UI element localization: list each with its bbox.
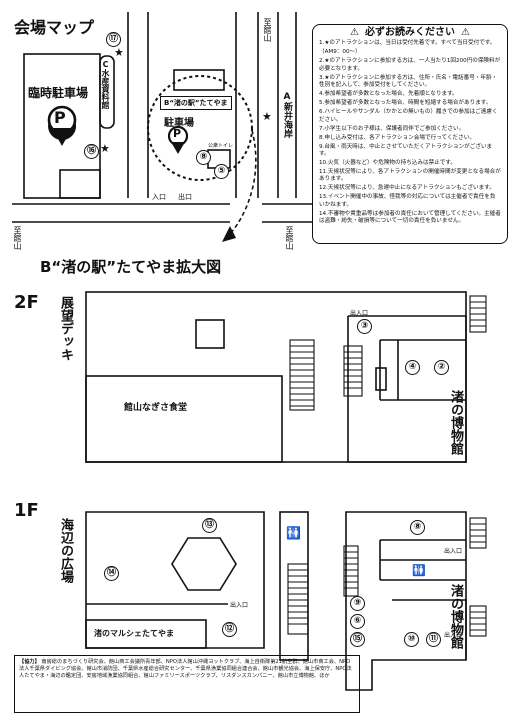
notice-item: 10.火気（火器など）や危険物の持ち込みは禁止です。 [319,160,456,167]
restaurant-label: 館山なぎさ食堂 [124,403,188,413]
building-c-label: C水産資料館 [101,60,110,109]
notice-item: 5.参加希望者が多数となった場合、時間を短縮する場合があります。 [319,100,492,107]
restroom-icon: 🚻 [286,526,301,540]
marker-8-top: ⑧ [196,150,211,165]
credits-heading: 【協力】 [19,659,40,665]
exit-entrance-2f: 出入口 [350,310,369,317]
notice-title: 必ずお読みください [365,27,455,38]
entrance-label: 入口 [152,193,166,201]
exit-entrance-1f-c: 出入口 [444,632,463,639]
credits-text: 南房総のまちづくり研究会、館山商工会議所青年部、NPO法人館山沖縄ヨットクラブ、… [19,659,352,680]
notice-item: 9.台風・雨天時は、中止とさせていただくアトラクションがございます。 [319,143,493,158]
restroom-icon-museum: 🚻 [412,564,426,577]
svg-text:★: ★ [262,110,272,123]
marker-12: ⑫ [222,622,237,637]
exit-entrance-1f-b: 出入口 [444,548,463,555]
notice-item: 13.イベント開催中の事故、怪我等の対応については主催者で責任を負いかねます。 [319,194,496,208]
floor-2-label: 2F [14,292,39,313]
marker-6: ⑥ [350,614,365,629]
notice-item: 11.天候状況等により、各アトラクションの開催時間が変更となる場合があります。 [319,169,501,183]
marker-10: ⑩ [404,632,419,647]
station-label: B“渚の駅”たてやま [160,96,232,110]
marker-5: ⑤ [214,164,229,179]
marche-label: 渚のマルシェたてやま [94,629,174,638]
parking-label: 駐車場 [164,118,194,129]
notice-item: 1.★のアトラクションは、当日は受付先着です。すべて当日受付です。 [319,40,496,47]
notice-item: 4.参加希望者が多数となった場合、先着順となります。 [319,91,458,98]
marker-2: ② [434,360,449,375]
marker-15: ⑮ [350,632,365,647]
warning-icon: ⚠ [461,27,470,38]
credits-box: 【協力】 南房総のまちづくり研究会、館山商工会議所青年部、NPO法人館山沖縄ヨッ… [14,655,360,713]
marker-16: ⑯ [84,144,99,159]
road-top-label: 至館山 [263,18,272,42]
notice-item: 12.天候状況等により、急遽中止になるアトラクションもございます。 [319,185,495,192]
road-right-label: 至館山 [285,226,294,250]
marker-4: ④ [405,360,420,375]
building-a-label: A新井海岸 [282,92,292,138]
parking-icon-small: P [173,127,182,140]
warning-icon: ⚠ [350,27,359,38]
marker-9: ⑨ [350,596,365,611]
map-title: 会場マップ [14,18,95,37]
notice-item: 14.不審物や貴重品等は参加者の責任において管理してください。主催者は盗難・紛失… [319,210,501,225]
floor-1-label: 1F [14,500,39,521]
svg-text:★: ★ [114,46,124,59]
parking-icon-large: P [54,108,66,127]
notice-item: 6.ハイヒールやサンダル（かかとの無いもの）履きでの参加はご遠慮ください。 [319,109,498,123]
road-left-label: 至館山 [13,226,22,250]
exit-label: 出口 [178,193,192,201]
marker-13: ⑬ [202,518,217,533]
marker-8-1f: ⑧ [410,520,425,535]
plaza-label: 海辺の広場 [58,518,73,583]
museum-2f-label: 渚の博物館 [448,390,463,455]
marker-17: ⑰ [106,32,121,47]
notice-item: 2.★のアトラクションに参加する方は、一人当たり1回200円の保険料が必要となり… [319,58,501,72]
enlarged-view-title: B“渚の駅”たてやま拡大図 [40,258,222,276]
deck-label: 展望デッキ [58,296,73,361]
notice-item: 3.★のアトラクションに参加する方は、住所・氏名・電話番号・年齢・性別を記入して… [319,74,498,89]
marker-11: ⑪ [426,632,441,647]
notice-item: 7.小学生以下のお子様は、保護者同伴でご参加ください。 [319,125,465,132]
notice-item: （AM9：00～） [319,49,361,56]
exit-entrance-1f-a: 出入口 [230,602,249,609]
marker-14: ⑭ [104,566,119,581]
museum-1f-label: 渚の博物館 [448,584,463,649]
temp-parking-label: 臨時駐車場 [28,86,89,100]
restroom-label: 公衆トイレ [208,143,234,149]
notice-item: 8.申し込み受付は、各アトラクション会場で行ってください。 [319,134,475,141]
marker-3: ③ [357,319,372,334]
notice-box: ⚠ 必ずお読みください ⚠ 1.★のアトラクションは、当日は受付先着です。すべて当日… [312,24,508,244]
svg-text:★: ★ [100,142,110,155]
